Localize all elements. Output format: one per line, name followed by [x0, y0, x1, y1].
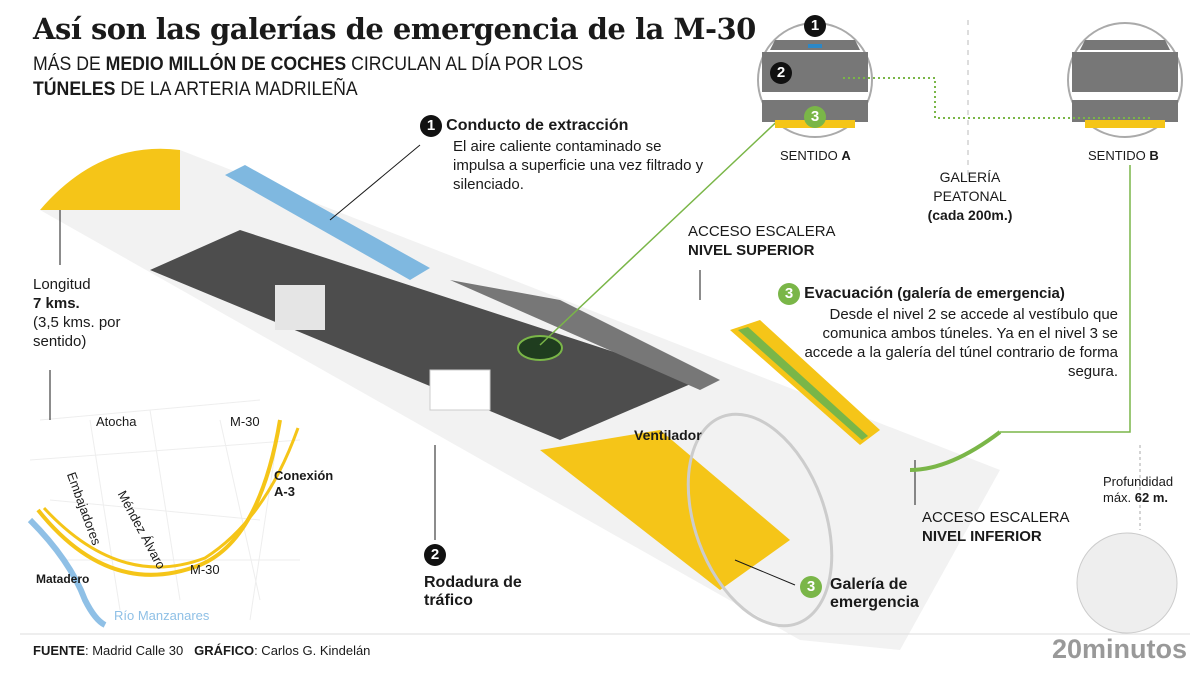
map-label-m30: M-30 [190, 562, 220, 577]
number-badge: 1 [420, 115, 442, 137]
label-bold: FUENTE [33, 643, 85, 658]
number-badge: 3 [800, 576, 822, 598]
label: máx. [1103, 490, 1135, 505]
level-3-badge: 3 [804, 106, 826, 128]
truck-2 [275, 285, 325, 330]
label: Profundidad [1103, 474, 1174, 489]
callout-title: Evacuación [804, 284, 894, 302]
callout-galeria: 3 Galería de emergencia [800, 576, 940, 612]
number-badge: 2 [424, 544, 446, 566]
subtitle-bold: TÚNELES [33, 79, 116, 100]
map-label-atocha: Atocha [96, 414, 137, 429]
label-bold: B [1149, 148, 1159, 163]
callout-extraction: 1 Conducto de extracción El aire calient… [420, 115, 720, 194]
label: ACCESO ESCALERA [922, 509, 1070, 526]
callout-evacuation: 3 Evacuación (galería de emergencia) Des… [778, 283, 1118, 381]
callout-rodadura: 2 Rodadura de tráfico [424, 544, 524, 610]
callout-text: El aire caliente contaminado se impulsa … [453, 138, 704, 193]
map-label-matadero: Matadero [36, 572, 90, 586]
river [27, 517, 107, 628]
emergency-gallery [540, 430, 790, 590]
label-bold: NIVEL INFERIOR [922, 528, 1042, 545]
label: SENTIDO [1088, 148, 1150, 163]
extraction-duct [225, 165, 430, 280]
callout-title: Galería de emergencia [830, 576, 919, 611]
subtitle-part: MÁS DE [33, 54, 106, 75]
label-bold: GRÁFICO [194, 643, 255, 658]
callout-title: Rodadura de tráfico [424, 574, 522, 609]
label: A-3 [274, 484, 295, 499]
road [150, 230, 700, 440]
galeria-peatonal: GALERÍA PEATONAL (cada 200m.) [910, 168, 1030, 225]
tunnel-section-ring [686, 412, 834, 628]
length-value: 7 kms. [33, 295, 80, 312]
level-2-badge: 2 [770, 62, 792, 84]
length-info: Longitud 7 kms. (3,5 kms. por sentido) [33, 275, 153, 351]
acceso-inferior: ACCESO ESCALERA NIVEL INFERIOR [922, 508, 1070, 546]
map-streets [29, 399, 301, 621]
leader-lines [49, 144, 916, 586]
source: : Madrid Calle 30 [85, 643, 184, 658]
depth-section [1076, 532, 1178, 634]
label-bold: (cada 200m.) [927, 207, 1013, 223]
sentido-a: SENTIDO A [780, 148, 851, 163]
label: PEATONAL [933, 188, 1007, 204]
label-bold: A [841, 148, 851, 163]
brand-logo: 20minutos [1052, 634, 1188, 664]
label-bold: NIVEL SUPERIOR [688, 242, 815, 259]
author: : Carlos G. Kindelán [254, 643, 371, 658]
a3-route [42, 427, 300, 569]
page-title: Así son las galerías de emergencia de la… [33, 12, 756, 46]
length-label: Longitud [33, 276, 91, 293]
label: SENTIDO [780, 148, 842, 163]
tunnel-inner-wall [450, 280, 720, 390]
truck [429, 369, 491, 411]
cross-section-b [1067, 22, 1183, 138]
acceso-superior: ACCESO ESCALERA NIVEL SUPERIOR [688, 222, 836, 260]
subtitle: MÁS DE MEDIO MILLÓN DE COCHES CIRCULAN A… [33, 52, 647, 102]
footer-credits: FUENTE: Madrid Calle 30 GRÁFICO: Carlos … [33, 643, 370, 658]
label: Conexión [274, 468, 334, 483]
depth-label: Profundidad máx. 62 m. [1103, 474, 1173, 506]
depth-value: 62 m. [1134, 490, 1169, 505]
length-note: (3,5 kms. por sentido) [33, 314, 121, 350]
number-badge: 3 [778, 283, 800, 305]
green-leaders [539, 94, 1131, 472]
label: ACCESO ESCALERA [688, 223, 836, 240]
subtitle-bold: MEDIO MILLÓN DE COCHES [105, 54, 347, 75]
level-1-badge: 1 [804, 15, 826, 37]
walkway-stripe [738, 327, 868, 440]
sentido-b: SENTIDO B [1088, 148, 1159, 163]
callout-title-suffix: (galería de emergencia) [893, 284, 1065, 302]
subtitle-part: DE LA ARTERIA MADRILEÑA [115, 79, 358, 100]
subtitle-part: CIRCULAN AL DÍA POR LOS [346, 54, 584, 75]
m30-route [36, 419, 282, 577]
car-highlight [517, 335, 563, 361]
map-label-m30: M-30 [230, 414, 260, 429]
callout-title: Conducto de extracción [446, 116, 629, 134]
callout-text: Desde el nivel 2 se accede al vestíbulo … [804, 306, 1118, 380]
tunnel-end-yellow [40, 148, 180, 210]
map-label-river: Río Manzanares [114, 608, 210, 623]
ventilador-label: Ventilador [634, 427, 702, 443]
evacuation-path [843, 77, 1150, 119]
label: GALERÍA [939, 169, 1001, 185]
